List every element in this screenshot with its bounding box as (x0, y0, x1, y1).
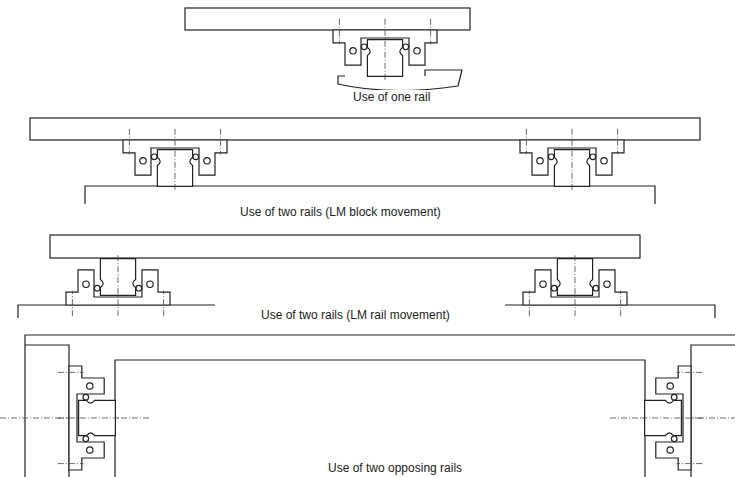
lm-guide (523, 254, 627, 316)
base (18, 305, 215, 318)
caption-label: Use of one rail (351, 90, 432, 104)
caption-label: Use of two opposing rails (326, 461, 464, 475)
table-plate (185, 8, 470, 30)
lm-guide (640, 366, 702, 470)
lm-guide (123, 129, 227, 191)
base (505, 305, 715, 318)
table-plate (50, 235, 640, 258)
caption-label: Use of two rails (LM rail movement) (259, 308, 452, 322)
frame-wall (25, 345, 69, 477)
lm-guide (520, 129, 624, 191)
lm-guide (58, 366, 120, 470)
lm-guide (66, 254, 170, 316)
caption-label: Use of two rails (LM block movement) (238, 205, 443, 219)
table-plate (30, 118, 700, 140)
table-plate (115, 360, 645, 477)
frame-wall (691, 345, 735, 477)
frame (25, 335, 735, 477)
lm-guide (333, 19, 437, 81)
base (85, 186, 655, 204)
